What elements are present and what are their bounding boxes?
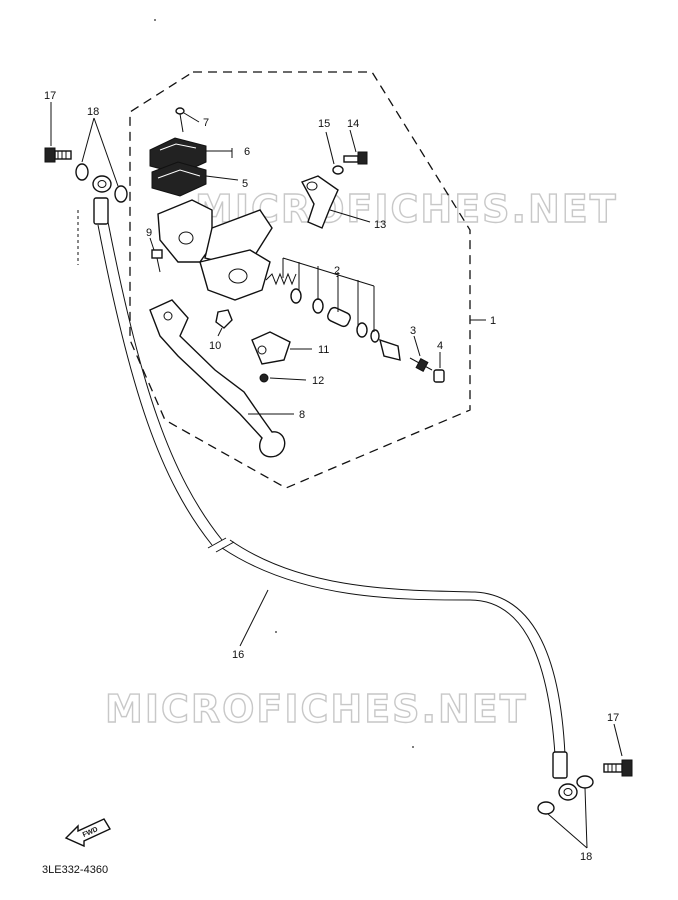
callout-17-top: 17 (44, 90, 56, 102)
washer-top-right (114, 185, 128, 203)
diagram-code: 3LE332-4360 (42, 864, 108, 876)
dust-boot (433, 369, 445, 383)
callout-18-bottom: 18 (580, 851, 592, 863)
assembly-boundary (129, 71, 471, 489)
callout-17-bottom: 17 (607, 712, 619, 724)
callout-9: 9 (146, 227, 152, 239)
washer-bottom-left (537, 801, 555, 815)
callout-15: 15 (318, 118, 330, 130)
switch-screw (259, 373, 269, 383)
washer-top-left (75, 163, 89, 181)
callout-4: 4 (437, 340, 443, 352)
washer-bottom-right (576, 775, 594, 789)
brake-switch (251, 331, 291, 365)
pivot-bolt (151, 249, 163, 273)
callout-8: 8 (299, 409, 305, 421)
callout-3: 3 (410, 325, 416, 337)
callout-2: 2 (334, 265, 340, 277)
union-bolt-top (44, 147, 72, 163)
union-bolt-bottom (603, 759, 633, 777)
holder-bolt (343, 151, 368, 165)
callout-18-top: 18 (87, 106, 99, 118)
pivot-nut (215, 309, 233, 329)
piston-kit (265, 272, 401, 361)
holder-washer (332, 165, 344, 175)
fwd-arrow-icon: FWD (64, 818, 112, 848)
cap-screw (175, 107, 185, 133)
callout-5: 5 (242, 178, 248, 190)
callout-12: 12 (312, 375, 324, 387)
hose-top-fitting (92, 175, 112, 225)
master-cylinder-body (157, 199, 273, 301)
callout-14: 14 (347, 118, 359, 130)
callout-10: 10 (209, 340, 221, 352)
callout-13: 13 (374, 219, 386, 231)
brake-lever (149, 299, 286, 458)
brake-hose (97, 221, 566, 756)
speck (154, 19, 156, 21)
diaphragm (151, 161, 207, 197)
callout-6: 6 (244, 146, 250, 158)
speck (275, 631, 277, 633)
kit-bracket (282, 257, 375, 332)
reservoir-cap (149, 137, 207, 175)
callout-1: 1 (490, 315, 496, 327)
callout-16: 16 (232, 649, 244, 661)
callout-11: 11 (318, 344, 329, 356)
speck (412, 746, 414, 748)
watermark-bottom: MICROFICHES.NET (105, 687, 528, 731)
push-rod (409, 357, 433, 372)
hose-bottom-fitting (552, 751, 578, 801)
holder (300, 175, 339, 229)
callout-7: 7 (203, 117, 209, 129)
leader-lines (50, 102, 623, 849)
